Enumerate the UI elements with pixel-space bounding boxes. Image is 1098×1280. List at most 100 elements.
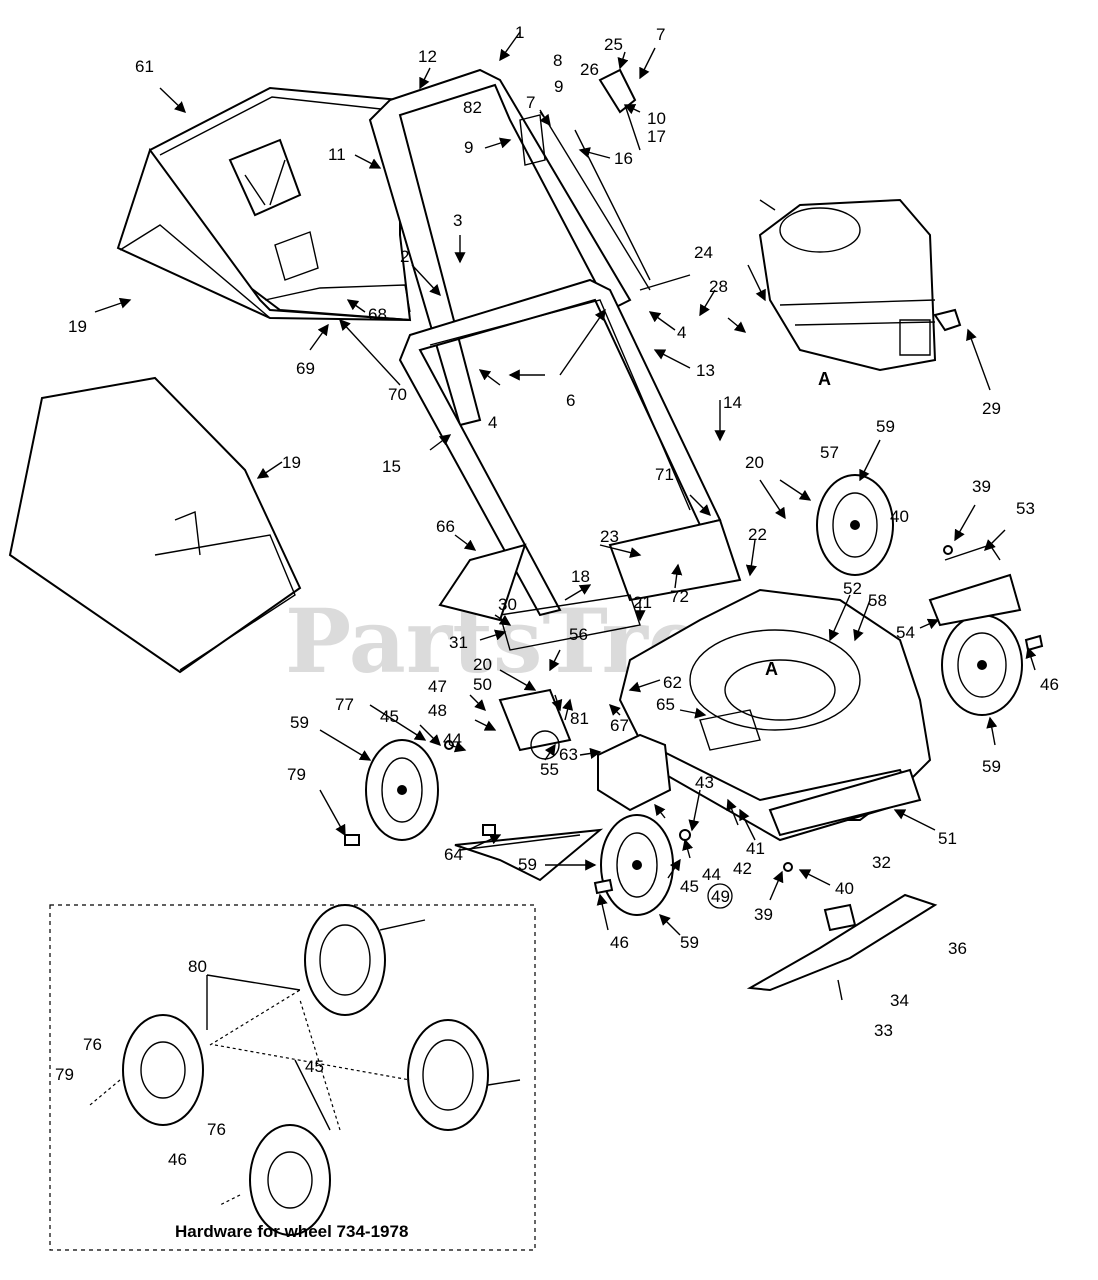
callout-57: 57 [820,443,839,462]
callout-31: 31 [449,633,468,652]
callout-51: 51 [938,829,957,848]
callout-76: 76 [83,1035,102,1054]
callout-82: 82 [463,98,482,117]
callout-41: 41 [746,839,765,858]
callout-49: 49 [711,887,730,906]
callout-81: 81 [570,709,589,728]
callout-20: 20 [473,655,492,674]
callout-17: 17 [647,127,666,146]
callout-29: 29 [982,399,1001,418]
callout-6: 6 [566,391,575,410]
callout-71: 71 [655,465,674,484]
callout-23: 23 [600,527,619,546]
callout-13: 13 [696,361,715,380]
callout-36: 36 [948,939,967,958]
callout-68: 68 [368,305,387,324]
callout-14: 14 [723,393,742,412]
callout-45: 45 [680,877,699,896]
callout-67: 67 [610,716,629,735]
view-label-engine: A [818,369,831,389]
callout-3: 3 [453,211,462,230]
callout-30: 30 [498,595,517,614]
callout-8: 8 [553,51,562,70]
callout-18: 18 [571,567,590,586]
callout-40: 40 [835,879,854,898]
callout-54: 54 [896,623,915,642]
callout-11: 11 [328,145,346,164]
callout-62: 62 [663,673,682,692]
callout-59: 59 [290,713,309,732]
rear-trail-shield [768,768,922,837]
mulch-plug [438,543,527,622]
callout-42: 42 [733,859,752,878]
blade [746,893,938,1001]
callout-1: 1 [515,23,524,42]
wheel-front-right [816,474,894,576]
callout-59: 59 [876,417,895,436]
callout-65: 65 [656,695,675,714]
callout-33: 33 [874,1021,893,1040]
callout-72: 72 [670,587,689,606]
callout-69: 69 [296,359,315,378]
callout-56: 56 [569,625,588,644]
callout-7: 7 [526,93,535,112]
hardware-bits [344,308,1044,895]
callout-9: 9 [554,77,563,96]
inset-caption: Hardware for wheel 734-1978 [175,1222,408,1241]
grass-bag-lower [8,376,302,674]
callout-58: 58 [868,591,887,610]
leader-lines [94,31,1037,1131]
discharge-chute [499,518,742,651]
callout-28: 28 [709,277,728,296]
callout-52: 52 [843,579,862,598]
callout-59: 59 [982,757,1001,776]
callout-25: 25 [604,35,623,54]
callout-63: 63 [559,745,578,764]
callout-79: 79 [55,1065,74,1084]
view-label-deck: A [765,659,778,679]
callout-46: 46 [168,1150,187,1169]
callout-34: 34 [890,991,909,1010]
callout-59: 59 [680,933,699,952]
grass-bag-upper [116,147,411,321]
callout-66: 66 [436,517,455,536]
callout-45: 45 [380,707,399,726]
callout-55: 55 [540,760,559,779]
callout-77: 77 [335,695,354,714]
callout-12: 12 [418,47,437,66]
callout-61: 61 [135,57,154,76]
callout-19: 19 [282,453,301,472]
callout-39: 39 [972,477,991,496]
callout-22: 22 [748,525,767,544]
throttle-control [598,68,641,151]
callout-10: 10 [647,109,666,128]
rear-flap [597,733,672,812]
callout-45: 45 [305,1057,324,1076]
callout-47: 47 [428,677,447,696]
callout-44: 44 [702,865,721,884]
callout-7: 7 [656,25,665,44]
callout-43: 43 [695,773,714,792]
callout-39: 39 [754,905,773,924]
wheel-rear-right [941,614,1023,716]
callout-32: 32 [872,853,891,872]
callout-2: 2 [400,247,409,266]
callout-20: 20 [745,453,764,472]
callout-46: 46 [1040,675,1059,694]
height-adjuster-right [928,544,1022,627]
callout-53: 53 [1016,499,1035,518]
callout-15: 15 [382,457,401,476]
callout-4: 4 [677,323,686,342]
callout-76: 76 [207,1120,226,1139]
callout-50: 50 [473,675,492,694]
engine [758,198,937,372]
callout-16: 16 [614,149,633,168]
callout-44: 44 [443,730,462,749]
inset-box: Hardware for wheel 734-1978 [49,904,536,1251]
callout-46: 46 [610,933,629,952]
callout-70: 70 [388,385,407,404]
callout-48: 48 [428,701,447,720]
callout-64: 64 [444,845,463,864]
